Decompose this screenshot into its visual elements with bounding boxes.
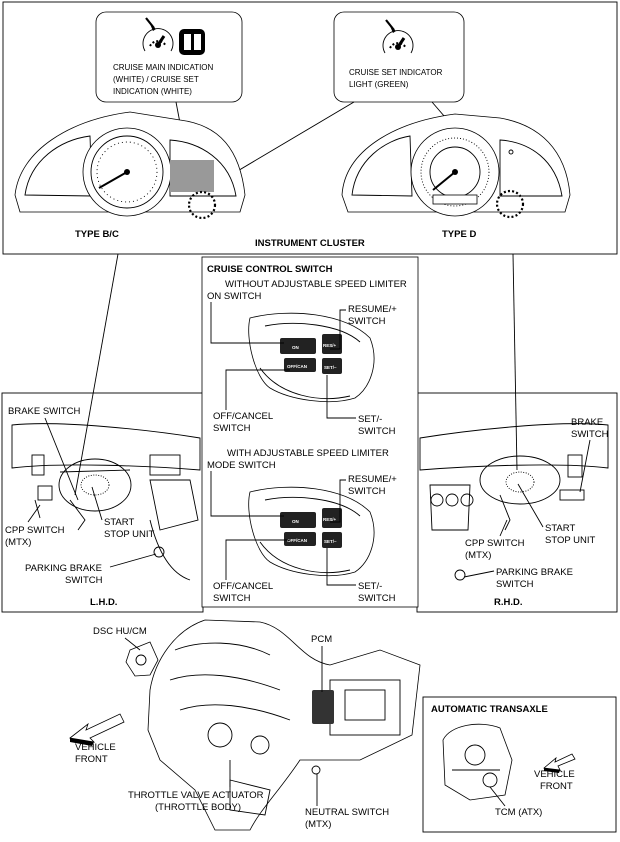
btn-off-1: OFF/CAN [287,364,307,369]
instrument-cluster-frame [2,1,618,255]
lhd-parking-brake-label-2: SWITCH [65,575,103,586]
cruise-main-label-2: (WHITE) / CRUISE SET [113,75,199,84]
mode-switch-label: MODE SWITCH [207,460,276,471]
set-label-2a: SET/- [358,581,382,592]
lhd-frame [1,392,204,613]
rhd-parking-brake-label-2: SWITCH [496,579,534,590]
lhd-cpp-switch-label-1: CPP SWITCH [5,525,65,536]
cruise-indicator-highlight-d [495,189,525,219]
set-label-1b: SWITCH [358,426,396,437]
off-cancel-label-2a: OFF/CANCEL [213,581,273,592]
callout-cruise-main: CRUISE MAIN INDICATION (WHITE) / CRUISE … [95,11,243,103]
lhd-start-stop-label-1: START [104,517,134,528]
neutral-label-1: NEUTRAL SWITCH [305,807,389,818]
set-label-1a: SET/- [358,414,382,425]
btn-res-1: RES/+ [323,343,337,348]
vehicle-front-engine-2: FRONT [75,754,108,765]
rhd-brake-switch-label-1: BRAKE [571,417,603,428]
lhd-brake-switch-label: BRAKE SWITCH [8,406,80,417]
callout-cruise-set-light: CRUISE SET INDICATOR LIGHT (GREEN) [333,11,465,103]
engine-illustration [147,619,421,831]
without-limiter-label: WITHOUT ADJUSTABLE SPEED LIMITER [225,279,407,290]
atx-title: AUTOMATIC TRANSAXLE [431,704,548,715]
type-bc-label: TYPE B/C [75,229,119,240]
lhd-dashboard-illustration [11,423,201,581]
rhd-parking-brake-label-1: PARKING BRAKE [496,567,573,578]
set-label-2b: SWITCH [358,593,396,604]
type-d-label: TYPE D [442,229,476,240]
btn-on-1: ON [292,345,299,350]
lhd-parking-brake-label-1: PARKING BRAKE [25,563,102,574]
instrument-cluster-title: INSTRUMENT CLUSTER [255,238,365,249]
btn-set-1: SET/– [324,365,337,370]
resume-label-1a: RESUME/+ [348,304,397,315]
transaxle-illustration [442,723,513,801]
cruise-standby-icon [179,29,205,55]
cruise-set-label-1: CRUISE SET INDICATOR [349,68,443,77]
with-limiter-label: WITH ADJUSTABLE SPEED LIMITER [227,448,389,459]
vehicle-front-atx-2: FRONT [540,781,573,792]
cruise-main-label-1: CRUISE MAIN INDICATION [113,63,214,72]
vehicle-front-arrow-atx [543,753,576,773]
cruise-indicator-highlight-bc [187,190,217,220]
vehicle-front-arrow-engine [69,713,125,746]
cluster-type-bc [14,111,246,220]
lhd-start-stop-label-2: STOP UNIT [104,529,155,540]
rhd-label: R.H.D. [494,597,523,608]
tcm-label: TCM (ATX) [495,807,542,818]
atx-frame [422,696,617,833]
rhd-cpp-switch-label-1: CPP SWITCH [465,538,525,549]
rhd-brake-switch-label-2: SWITCH [571,429,609,440]
btn-on-2: ON [292,519,299,524]
rhd-cpp-switch-label-2: (MTX) [465,550,491,561]
off-cancel-label-2b: SWITCH [213,593,251,604]
dsc-label: DSC HU/CM [93,626,147,637]
rhd-dashboard-illustration [419,423,609,581]
throttle-label-2: (THROTTLE BODY) [155,802,241,813]
neutral-label-2: (MTX) [305,819,331,830]
cruise-display-area [170,160,214,192]
pcm-label: PCM [311,634,332,645]
btn-res-2: RES/+ [323,517,337,522]
resume-label-2b: SWITCH [348,486,386,497]
dsc-hu-cm-illustration [125,641,159,677]
resume-label-1b: SWITCH [348,316,386,327]
off-cancel-label-1a: OFF/CANCEL [213,411,273,422]
cluster-type-d [341,113,571,219]
cruise-switch-title: CRUISE CONTROL SWITCH [207,264,333,275]
btn-off-2: OFF/CAN [287,538,307,543]
pcm-unit [312,690,334,724]
throttle-label-1: THROTTLE VALVE ACTUATOR [128,790,264,801]
vehicle-front-atx-1: VEHICLE [534,769,575,780]
vehicle-front-engine-1: VEHICLE [75,742,116,753]
on-switch-label: ON SWITCH [207,291,261,302]
rhd-start-stop-label-1: START [545,523,575,534]
cruise-main-label-3: INDICATION (WHITE) [113,87,192,96]
lhd-cpp-switch-label-2: (MTX) [5,537,31,548]
cruise-set-label-2: LIGHT (GREEN) [349,80,409,89]
resume-label-2a: RESUME/+ [348,474,397,485]
steering-switch-without-limiter: ON OFF/CAN RES/+ SET/– [248,312,375,403]
btn-set-2: SET/– [324,539,337,544]
rhd-start-stop-label-2: STOP UNIT [545,535,596,546]
lhd-label: L.H.D. [90,597,117,608]
off-cancel-label-1b: SWITCH [213,423,251,434]
steering-switch-with-limiter: ON OFF/CAN RES/+ SET/– [248,486,375,577]
